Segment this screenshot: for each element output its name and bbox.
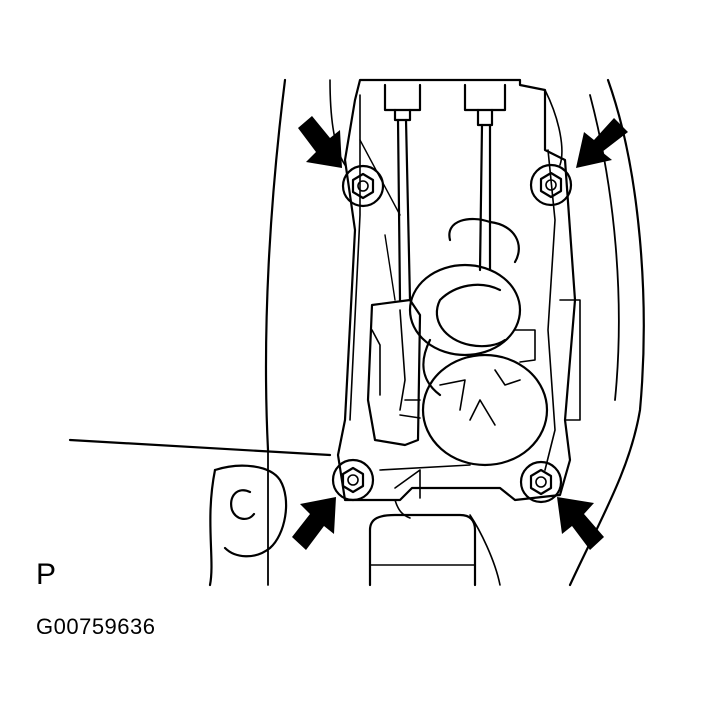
- lower-console: [368, 499, 501, 587]
- base-plate: [336, 78, 581, 502]
- lever-housing: [366, 298, 422, 447]
- bolt-top-right: [529, 163, 573, 207]
- bracket-lug: [208, 464, 288, 587]
- view-letter-label: P: [36, 558, 57, 591]
- bolt-top-left: [341, 164, 385, 208]
- bolt-bottom-left: [331, 458, 375, 502]
- shift-mechanism: [408, 218, 549, 467]
- arrow-icon-top-right: [576, 118, 628, 168]
- bolt-bottom-right: [519, 460, 563, 504]
- arrow-icon-bottom-right: [557, 497, 604, 550]
- arrow-icon-top-left: [298, 116, 342, 168]
- arrow-icon-bottom-left: [292, 497, 336, 550]
- figure-code-label: G00759636: [36, 614, 156, 639]
- body-panel-lines: [68, 78, 645, 587]
